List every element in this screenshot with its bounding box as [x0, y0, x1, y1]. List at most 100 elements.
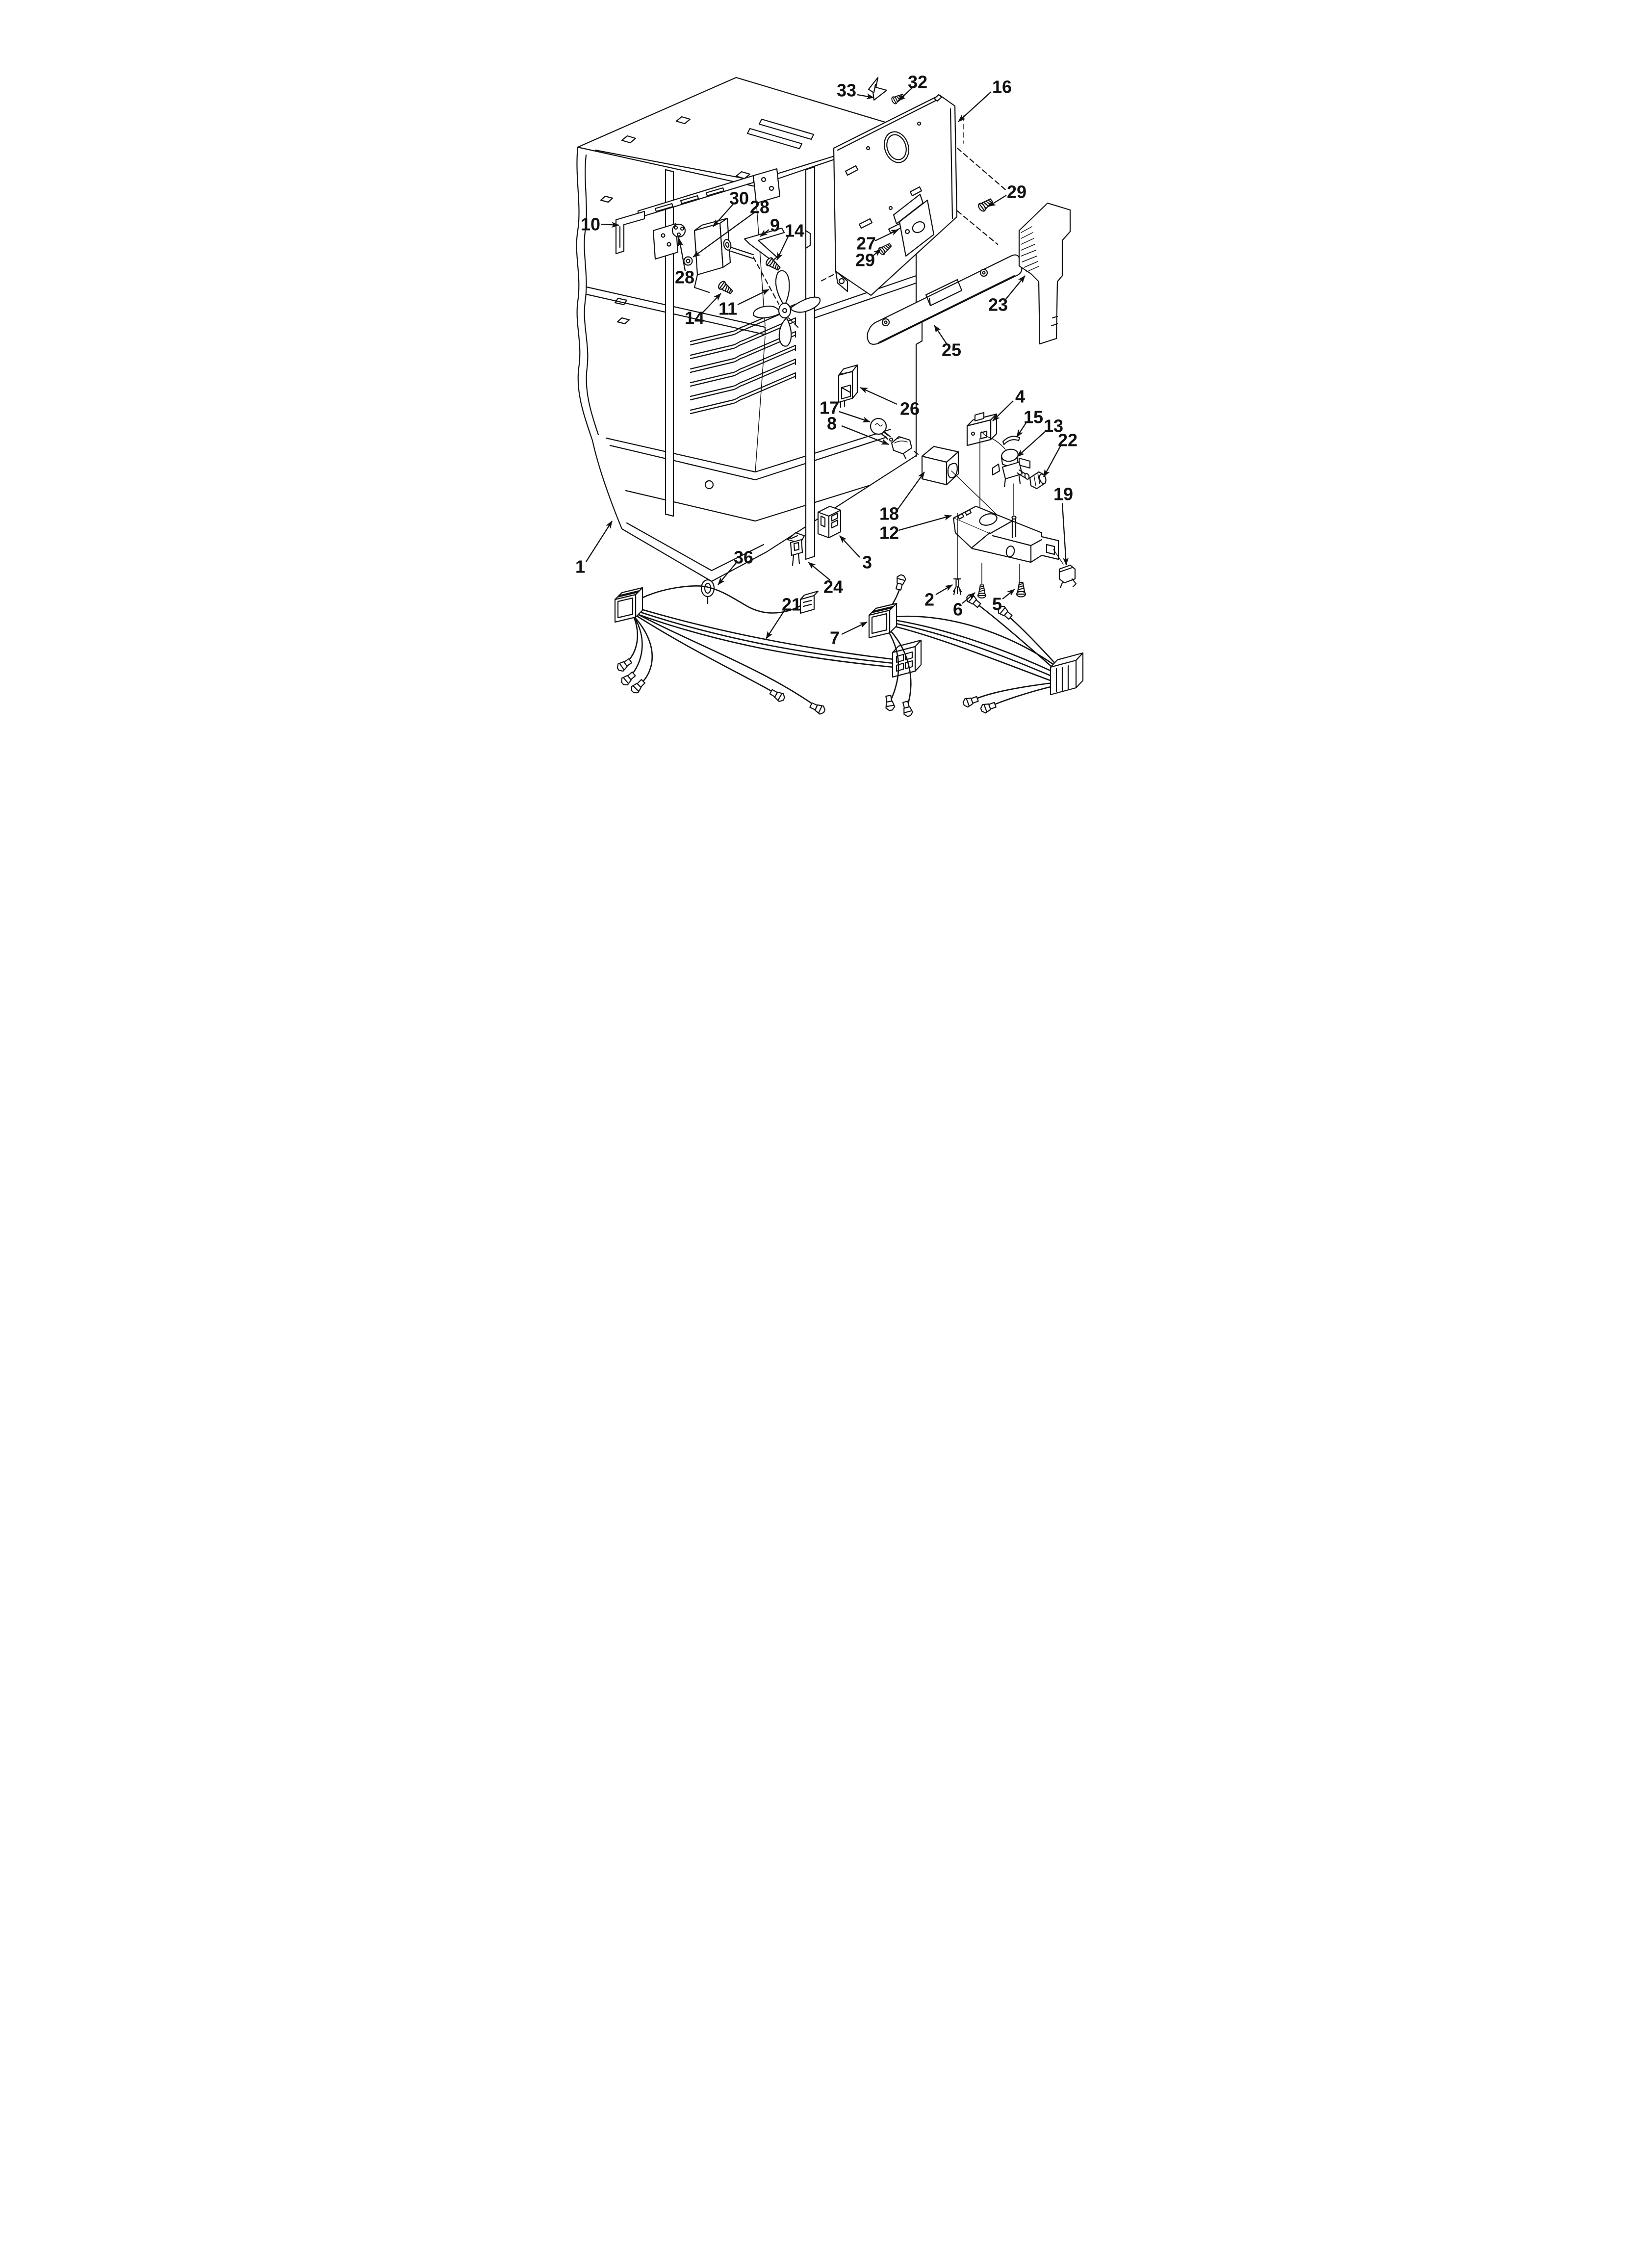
callout-number: 22: [1058, 430, 1078, 450]
callout-22-22: 22: [1043, 430, 1078, 477]
callout-arrow: [1061, 503, 1069, 566]
callout-arrow: [718, 561, 738, 585]
callout-arrow: [776, 235, 790, 261]
liner-top-face: [577, 77, 917, 187]
callout-number: 2: [924, 590, 934, 610]
callout-number: 32: [908, 72, 927, 92]
callout-1-32: 1: [575, 521, 613, 577]
callout-arrow: [760, 229, 770, 237]
callout-number: 28: [750, 197, 770, 217]
callout-number: 14: [685, 308, 704, 328]
callout-21-33: 21: [766, 595, 801, 639]
screw-32: [890, 92, 906, 105]
callout-number: 36: [734, 547, 753, 568]
callout-number: 14: [785, 221, 804, 241]
callout-6-28: 6: [953, 592, 975, 620]
callout-number: 11: [718, 299, 737, 319]
callout-arrow: [841, 621, 868, 635]
callout-number: 15: [1024, 407, 1043, 427]
callout-arrow: [677, 238, 686, 271]
callout-arrow: [871, 249, 881, 258]
callout-28-6: 28: [693, 197, 770, 258]
bushing-28: [683, 256, 693, 266]
callout-14-8: 14: [776, 221, 804, 261]
bulb-socket-8: [891, 436, 913, 460]
screw-14a: [764, 256, 782, 273]
callout-number: 25: [942, 340, 961, 360]
callout-number: 3: [862, 552, 872, 573]
clip-19: [1058, 564, 1077, 589]
callout-32-1: 32: [898, 72, 927, 102]
callout-17-17: 17: [820, 398, 871, 423]
hanger-rail: [637, 168, 781, 219]
callout-number: 26: [900, 399, 920, 419]
refrigerator-liner-parts-diagram: 3332162910302891427292811142325261784151…: [547, 0, 1095, 756]
callout-number: 19: [1053, 484, 1073, 504]
callout-number: 4: [1015, 387, 1025, 407]
screw-14b: [717, 279, 735, 297]
callout-27-9: 27: [856, 229, 899, 254]
callout-number: 28: [675, 267, 694, 287]
callout-5-29: 5: [992, 589, 1015, 614]
callout-23-14: 23: [988, 275, 1026, 315]
callout-number: 24: [823, 577, 843, 597]
lamp-housing-18: [921, 445, 1004, 521]
callout-number: 13: [1044, 416, 1063, 436]
evaporator-panel-16: [819, 94, 1008, 296]
callout-number: 29: [855, 250, 875, 270]
callout-number: 8: [827, 414, 837, 434]
callout-arrow: [839, 535, 860, 558]
callout-number: 21: [782, 595, 801, 615]
callout-30-5: 30: [713, 188, 749, 227]
wire-harness-21: [614, 585, 922, 716]
callout-25-15: 25: [934, 325, 961, 360]
callout-number: 7: [830, 628, 840, 648]
relay-4: [966, 412, 998, 446]
wire-harness-7: [868, 574, 1084, 718]
callout-number: 18: [879, 504, 899, 524]
callout-arrow: [586, 521, 613, 562]
callout-arrow: [1004, 275, 1026, 301]
callout-arrow: [992, 400, 1014, 421]
callout-arrow: [693, 212, 754, 258]
callout-arrow: [839, 411, 871, 423]
callout-number: 10: [581, 214, 600, 235]
callout-29-3: 29: [988, 182, 1026, 207]
callout-26-16: 26: [860, 387, 920, 419]
callout-arrow: [958, 91, 992, 122]
bracket-10: [615, 210, 679, 260]
callout-number: 12: [879, 523, 899, 543]
callout-number: 1: [575, 557, 585, 577]
callout-10-4: 10: [581, 214, 619, 235]
duct-cover-25: [867, 254, 1023, 345]
callout-arrow: [841, 425, 889, 445]
liner-foam-edge: [576, 146, 630, 442]
harness-7-plug: [868, 602, 898, 639]
callout-arrow: [898, 515, 952, 531]
callout-14-13: 14: [685, 293, 721, 328]
callout-number: 9: [770, 215, 780, 235]
callout-arrow: [1017, 430, 1047, 457]
light-bulb-17: [870, 417, 894, 442]
callout-24-30: 24: [808, 562, 843, 597]
callout-number: 16: [992, 77, 1012, 97]
callout-7-34: 7: [830, 621, 868, 648]
callout-16-2: 16: [958, 77, 1012, 122]
screw-6: [977, 584, 987, 599]
callout-number: 30: [729, 188, 749, 209]
harness-21-plug: [614, 587, 643, 623]
screw-5: [1016, 581, 1026, 598]
callout-number: 27: [856, 234, 876, 254]
callout-arrow: [962, 592, 975, 604]
callout-arrow: [935, 584, 953, 595]
bracket-26: [838, 364, 858, 408]
callout-arrow: [1016, 421, 1027, 438]
tube-15: [1002, 436, 1021, 445]
callout-15-20: 15: [1016, 407, 1043, 438]
callout-2-27: 2: [924, 584, 953, 610]
callout-arrow: [857, 93, 874, 100]
callout-number: 29: [1007, 182, 1026, 202]
grommet-36: [700, 579, 715, 604]
liner-front-pillars: [665, 166, 816, 560]
